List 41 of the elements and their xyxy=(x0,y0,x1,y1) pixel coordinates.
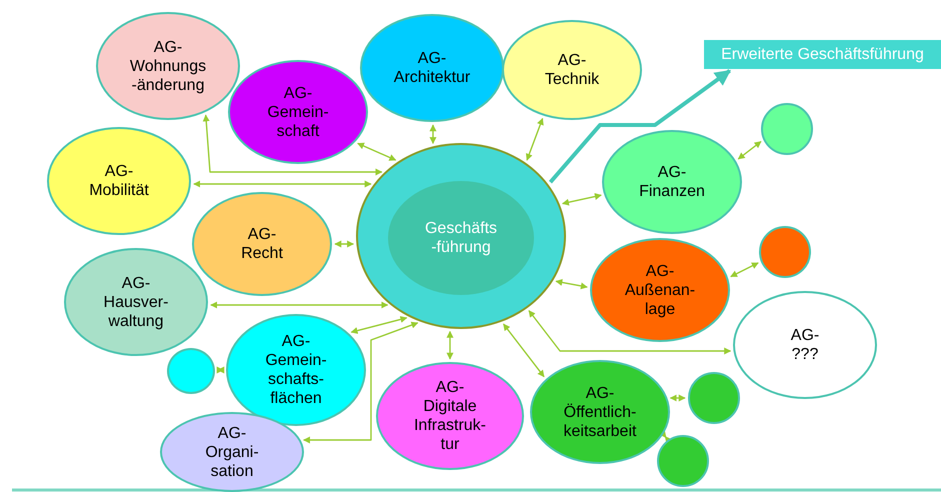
bubble-label: AG- Wohnungs -änderung xyxy=(130,38,206,94)
double-arrow xyxy=(555,278,588,290)
bubble-label: AG- Recht xyxy=(241,225,283,263)
small-bubble xyxy=(688,372,740,424)
double-arrow xyxy=(210,302,388,308)
small-bubble xyxy=(167,348,215,394)
bubble-label: AG- Mobilität xyxy=(89,162,149,200)
double-arrow xyxy=(193,180,372,188)
double-arrow xyxy=(670,394,686,402)
bubble-label: AG- Technik xyxy=(544,51,600,89)
double-arrow xyxy=(738,141,762,160)
double-arrow xyxy=(446,330,454,360)
small-bubble xyxy=(657,435,709,487)
bubble-label: AG- Außenan- lage xyxy=(624,262,696,318)
double-arrow xyxy=(502,324,545,378)
bubble-label: AG- Digitale Infrastruk- tur xyxy=(414,378,486,454)
bubble-label: AG- ??? xyxy=(790,326,820,364)
bubble-label: AG- Architektur xyxy=(394,49,470,87)
bubble-label: Geschäfts -führung xyxy=(424,219,498,257)
double-arrow xyxy=(430,124,436,144)
double-arrow xyxy=(302,322,418,444)
double-arrow xyxy=(562,193,602,206)
thick-arrow xyxy=(548,69,731,184)
double-arrow xyxy=(730,262,759,278)
bubble-label: AG- Organi- sation xyxy=(205,424,259,480)
double-arrow xyxy=(528,310,732,354)
bubble-label: AG- Gemein- schaft xyxy=(267,84,329,140)
bubble-label: AG- Hausver- waltung xyxy=(104,274,168,330)
small-bubble xyxy=(761,103,813,155)
banner-label: Erweiterte Geschäftsführung xyxy=(721,46,924,64)
bubble-label: AG- Gemein- schafts- flächen xyxy=(265,332,327,408)
bubble-label: AG- Finanzen xyxy=(639,163,705,201)
double-arrow xyxy=(526,118,544,161)
bubble-label: AG- Öffentlich- keitsarbeit xyxy=(564,384,636,440)
heading-banner xyxy=(704,40,941,69)
double-arrow xyxy=(350,316,408,334)
small-bubble xyxy=(759,226,811,278)
double-arrow xyxy=(334,240,354,248)
double-arrow xyxy=(216,366,224,374)
double-arrow xyxy=(202,114,383,176)
double-arrow xyxy=(357,142,396,161)
